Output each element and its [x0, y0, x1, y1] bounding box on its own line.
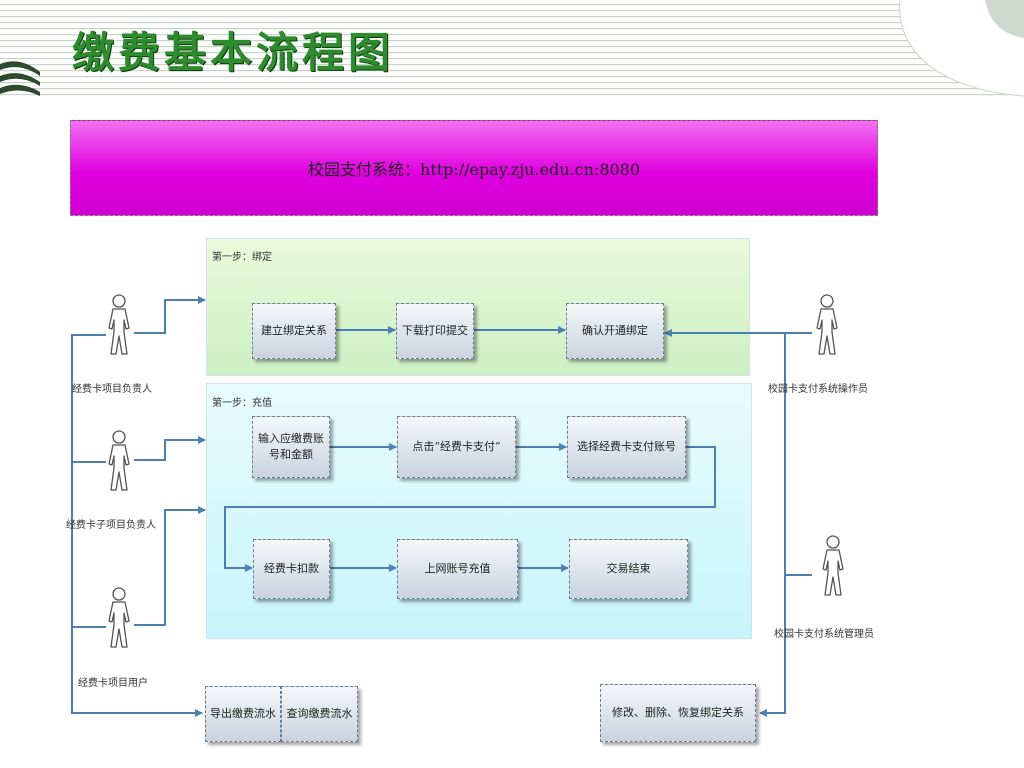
- connector-actor1-step1: [134, 296, 206, 334]
- box-modify-binding: 修改、删除、恢复绑定关系: [600, 684, 756, 742]
- actor-right-1-label: 校园卡支付系统操作员: [768, 384, 868, 395]
- box-create-binding: 建立绑定关系: [252, 303, 336, 359]
- slide-decoration: [0, 0, 1024, 100]
- slide-title: 缴费基本流程图: [72, 28, 395, 77]
- connector-actor2-step2: [134, 436, 206, 461]
- connector-left-bus: [71, 334, 203, 717]
- actor-right-2-label: 校园卡支付系统管理员: [774, 629, 874, 640]
- box-query-flow: 查询缴费流水: [281, 686, 358, 742]
- connector-right-bus: [759, 333, 786, 717]
- connector-actor3-step2: [134, 506, 206, 626]
- actor-right-2-icon: [822, 535, 844, 596]
- box-net-recharge: 上网账号充值: [397, 539, 518, 599]
- corner-logo-icon: [0, 61, 40, 96]
- box-select-card-account: 选择经费卡支付账号: [567, 416, 686, 478]
- actor-left-3-icon: [108, 587, 130, 648]
- step1-label: 第一步：绑定: [212, 252, 272, 263]
- system-banner: 校园支付系统：http://epay.zju.edu.cn:8080: [70, 120, 878, 216]
- box-card-deduct: 经费卡扣款: [253, 539, 330, 599]
- box-click-card-pay: 点击“经费卡支付”: [397, 416, 516, 478]
- actor-left-1-icon: [108, 294, 130, 355]
- box-enter-account: 输入应缴费账号和金额: [252, 416, 330, 478]
- actor-left-3-label: 经费卡项目用户: [78, 678, 148, 689]
- actor-left-2-label: 经费卡子项目负责人: [66, 520, 156, 531]
- connector-s2-wrap: [224, 446, 716, 572]
- actor-left-2-icon: [108, 430, 130, 491]
- box-confirm-binding: 确认开通绑定: [566, 303, 664, 359]
- step2-label: 第一步：充值: [212, 398, 272, 409]
- corner-swoosh: [899, 0, 1024, 96]
- box-download-print: 下载打印提交: [396, 303, 474, 359]
- actor-right-1-icon: [816, 294, 838, 355]
- actor-left-1-label: 经费卡项目负责人: [72, 384, 152, 395]
- box-export-flow: 导出缴费流水: [205, 686, 281, 742]
- box-transaction-end: 交易结束: [569, 539, 688, 599]
- header-stripes: [0, 0, 1024, 100]
